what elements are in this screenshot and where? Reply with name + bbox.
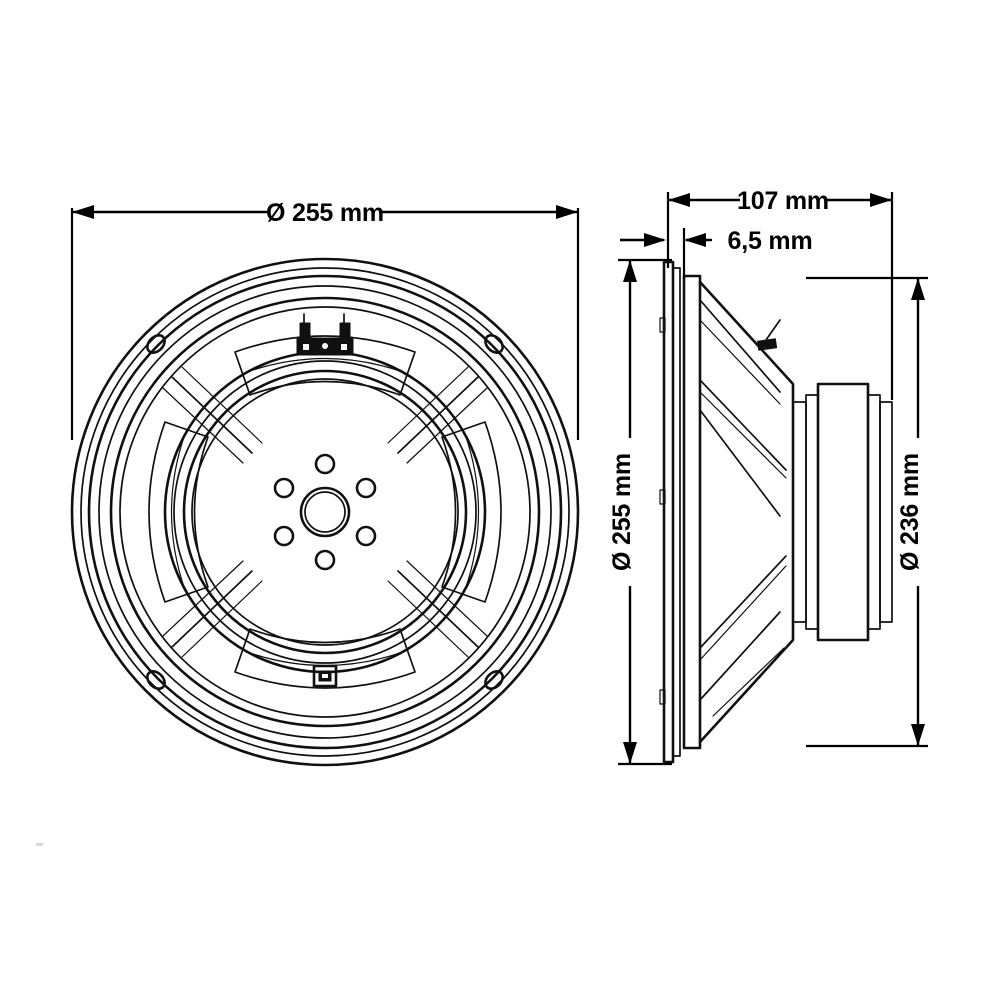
basket-window-top-inner <box>246 357 404 373</box>
arrow-bottom-255v <box>623 742 637 764</box>
basket-flange-inner-ring <box>98 285 552 739</box>
magnet-back-plate-b <box>879 401 893 623</box>
spoke-upper-left-c <box>162 387 244 464</box>
side-basket-rib-lower-c <box>699 611 781 701</box>
dimension-flange-thickness: 6,5 mm <box>620 227 813 278</box>
terminal-post-negative <box>339 322 351 341</box>
dimension-depth: 107 mm <box>666 187 894 400</box>
terminal-tab-stems <box>303 313 345 323</box>
side-magnet-assembly-group <box>792 382 893 642</box>
mounting-hole-lower-left <box>146 670 166 690</box>
arrow-bottom-236v <box>911 724 925 746</box>
spoke-upper-right-b <box>387 366 469 444</box>
spoke-lower-right-c <box>406 560 488 637</box>
spoke-lower-left-b <box>181 580 263 658</box>
arrow-left-255 <box>72 205 94 219</box>
arrow-right-255 <box>556 205 578 219</box>
magnet-cover-inner <box>191 378 459 646</box>
arrow-inward-65-left <box>644 233 666 247</box>
mounting-hole-upper-left <box>146 334 166 354</box>
side-basket-rib-upper-b <box>699 319 781 405</box>
cone-mid-circle <box>173 360 477 664</box>
side-terminal-lead <box>765 319 781 341</box>
side-terminal-block <box>756 338 778 351</box>
mounting-hole-upper-right <box>484 334 504 354</box>
front-view-group <box>70 257 580 767</box>
dimension-label-flange-thickness: 6,5 mm <box>728 227 813 255</box>
arrow-right-107 <box>870 193 892 207</box>
basket-spokes-group <box>162 366 488 658</box>
spoke-lower-right-a <box>397 570 479 648</box>
bolt-hole-4 <box>314 549 336 571</box>
side-flange-gasket <box>672 267 681 757</box>
side-basket-rib-upper-c <box>699 379 787 471</box>
spoke-lower-left-c <box>162 560 244 637</box>
terminal-block-group <box>296 313 354 356</box>
dimension-overall-diameter: Ø 255 mm <box>70 199 580 440</box>
dimension-label-side-outer-diameter: Ø 255 mm <box>608 453 636 571</box>
side-basket-rib-lower-a <box>699 555 787 649</box>
badge-outer <box>312 664 338 688</box>
brand-badge-group <box>312 664 338 688</box>
side-basket-rib-upper-a <box>699 299 781 393</box>
dimension-label-cutout-diameter: Ø 236 mm <box>896 453 924 571</box>
dimension-label-depth: 107 mm <box>737 187 829 215</box>
badge-glyph <box>322 674 328 678</box>
spoke-upper-right-a <box>397 376 479 454</box>
terminal-screw-slot <box>322 343 328 349</box>
bolt-hole-6 <box>273 477 295 499</box>
spoke-lower-right-b <box>387 580 469 658</box>
center-pole-hole-inner <box>304 491 346 533</box>
spoke-upper-right-c <box>406 387 488 464</box>
side-flange-tabs-group <box>659 317 666 705</box>
mounting-holes-group <box>146 334 504 690</box>
side-basket-front-rim <box>682 274 702 750</box>
bolt-hole-3 <box>355 525 377 547</box>
side-basket-rib-lower-b <box>699 565 787 661</box>
terminal-marking-plus <box>303 344 309 350</box>
bolt-hole-1 <box>314 453 336 475</box>
side-flange-tab-top <box>659 317 666 333</box>
side-basket-rib-lower-d <box>712 647 785 717</box>
bolt-hole-2 <box>355 477 377 499</box>
spoke-upper-left-b <box>181 366 263 444</box>
arrow-top-255v <box>623 260 637 282</box>
dimension-label-overall-diameter: Ø 255 mm <box>266 199 384 227</box>
magnet-cover-outer <box>182 369 468 655</box>
side-flange-tab-bottom <box>659 689 666 705</box>
center-hub-group <box>273 453 377 571</box>
terminal-post-positive <box>299 322 311 341</box>
basket-gasket-ring <box>87 274 563 750</box>
terminal-marking-minus <box>341 344 347 350</box>
basket-outer-rim-edge <box>70 257 580 767</box>
spoke-lower-left-a <box>171 570 253 648</box>
basket-window-left-inner <box>170 433 186 591</box>
mounting-hole-lower-right <box>484 670 504 690</box>
side-flange-tab-mid <box>659 489 666 505</box>
arrow-left-107 <box>668 193 690 207</box>
basket-window-right-inner <box>464 433 480 591</box>
faint-artifact-mark <box>36 843 43 846</box>
dimension-side-outer-diameter: Ø 255 mm <box>608 258 672 766</box>
surround-outer-ring <box>109 296 541 728</box>
spoke-upper-left-a <box>171 376 253 454</box>
basket-outer-rim-inner <box>80 267 570 757</box>
arrow-inward-65-right <box>684 233 706 247</box>
side-basket-rib-mid <box>699 409 781 517</box>
center-pole-hole-outer <box>299 486 351 538</box>
bolt-hole-5 <box>273 525 295 547</box>
surround-inner-ring <box>119 306 531 718</box>
arrow-top-236v <box>911 278 925 300</box>
side-basket-rib-upper-d <box>699 391 787 479</box>
dimension-cutout-diameter: Ø 236 mm <box>806 276 928 748</box>
